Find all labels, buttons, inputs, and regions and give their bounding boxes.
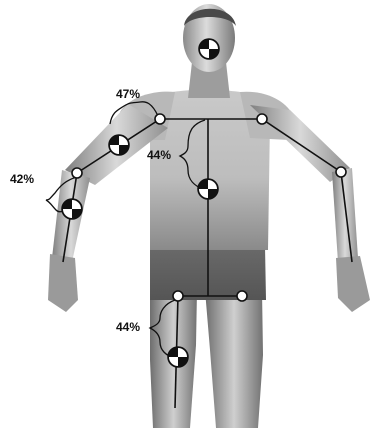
right-shoulder-joint — [155, 114, 165, 124]
trunk-center-of-mass-icon — [198, 179, 218, 199]
thigh-center-of-mass-icon — [168, 347, 188, 367]
left-forearm — [332, 168, 358, 262]
left-hip-joint — [237, 291, 247, 301]
left-leg — [205, 290, 263, 428]
upper-arm-center-of-mass-icon — [109, 135, 129, 155]
body-figure — [48, 4, 370, 428]
left-elbow-joint — [336, 167, 346, 177]
upper-arm-percentage: 47% — [116, 87, 140, 101]
forearm-percentage: 42% — [10, 172, 34, 186]
right-hip-joint — [173, 291, 183, 301]
left-shoulder-joint — [257, 114, 267, 124]
head-center-of-mass-icon — [199, 39, 219, 59]
forearm-center-of-mass-icon — [62, 199, 82, 219]
thigh-percentage: 44% — [116, 320, 140, 334]
right-elbow-joint — [72, 168, 82, 178]
left-hand — [336, 256, 370, 312]
right-hand — [48, 254, 78, 312]
trunk-percentage: 44% — [147, 148, 171, 162]
